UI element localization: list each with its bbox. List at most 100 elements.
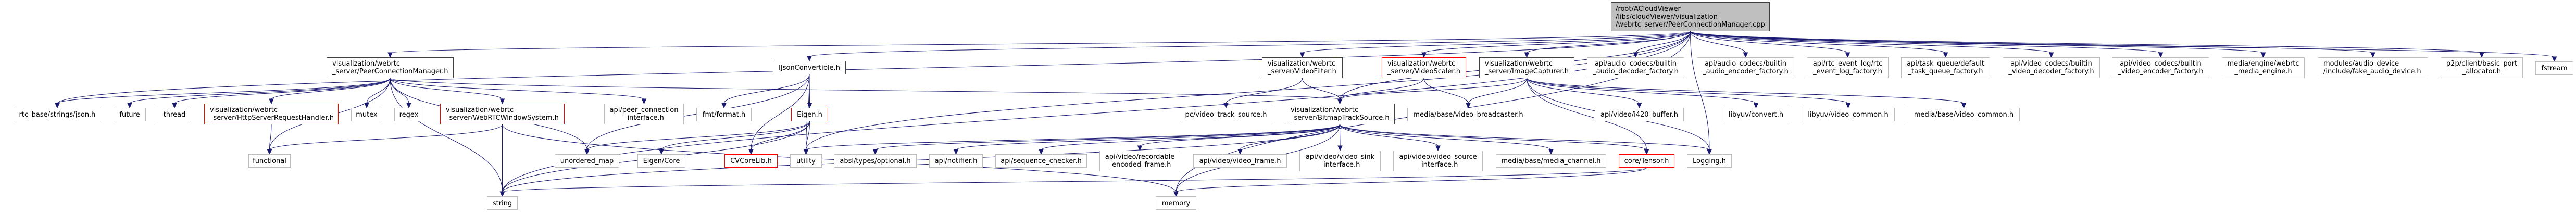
arrowhead-root-to-imagecapturer bbox=[1524, 52, 1530, 58]
edge-bitmap-to-absl_opt bbox=[875, 124, 1340, 151]
node-eigen-h[interactable]: Eigen.h bbox=[791, 108, 828, 121]
edge-root-to-media_engine bbox=[1690, 31, 2264, 54]
edge-httpreq-to-functional bbox=[269, 124, 272, 151]
node-builtin-video-decoder-factory: api/video_codecs/builtin _video_decoder_… bbox=[2003, 57, 2100, 78]
node-eigen-core: Eigen/Core bbox=[637, 154, 685, 168]
node-httpserverrequesthandler-h[interactable]: visualization/webrtc _server/HttpServerR… bbox=[204, 104, 339, 124]
edge-root-to-audio_enc bbox=[1690, 31, 1746, 54]
edge-ijson-to-cvcorelib bbox=[751, 74, 810, 151]
node-absl-optional: absl/types/optional.h bbox=[834, 154, 917, 168]
arrowhead-pcm_h-to-thread bbox=[172, 103, 177, 109]
edge-root-to-logging bbox=[1690, 31, 1710, 151]
node-bitmaptracksource-h[interactable]: visualization/webrtc _server/BitmapTrack… bbox=[1285, 104, 1395, 124]
edge-root-to-video_enc bbox=[1690, 31, 2161, 54]
node-future: future bbox=[114, 108, 146, 121]
node-core-tensor-h[interactable]: core/Tensor.h bbox=[1619, 154, 1674, 168]
arrowhead-tensor-to-string bbox=[499, 191, 505, 197]
node-fstream: fstream bbox=[2535, 61, 2573, 75]
edge-pcm_h-to-json_h bbox=[57, 78, 391, 104]
edge-root-to-videoscaler bbox=[1423, 31, 1691, 54]
edge-root-to-videofilter bbox=[1302, 31, 1691, 54]
edge-tensor-to-string bbox=[502, 167, 1647, 193]
arrowhead-imagecapturer-to-libyuv_conv bbox=[1753, 103, 1759, 109]
edge-root-to-video_dec bbox=[1690, 31, 2052, 54]
edge-videofilter-to-pc_vts bbox=[1226, 78, 1303, 104]
edge-root-to-port_alloc bbox=[1690, 31, 2482, 54]
arrowhead-bitmap-to-absl_opt bbox=[872, 149, 878, 155]
edge-bitmap-to-rec_frame bbox=[1140, 124, 1340, 147]
node-imagecapturer-h[interactable]: visualization/webrtc _server/ImageCaptur… bbox=[1479, 57, 1574, 78]
node-media-channel: media/base/media_channel.h bbox=[1496, 154, 1606, 168]
arrowhead-pcm_h-to-future bbox=[127, 103, 132, 109]
edge-pcm_h-to-mutex bbox=[366, 78, 391, 104]
arrowhead-bitmap-to-sink_iface bbox=[1337, 145, 1343, 152]
edge-imagecapturer-to-broadcaster bbox=[1468, 78, 1527, 104]
edge-pcm_h-to-regex bbox=[390, 78, 409, 104]
edge-root-to-fstream bbox=[1690, 31, 2555, 58]
node-videoscaler-h[interactable]: visualization/webrtc _server/VideoScaler… bbox=[1382, 57, 1466, 78]
edge-bitmap-to-seq_checker bbox=[1041, 124, 1340, 151]
arrowhead-imagecapturer-to-broadcaster bbox=[1466, 103, 1471, 109]
node-libyuv-convert: libyuv/convert.h bbox=[1723, 108, 1789, 121]
edge-tensor-to-memory bbox=[1176, 167, 1647, 193]
edge-root-to-utility bbox=[806, 31, 1691, 151]
node-root-file: /root/ACloudViewer /libs/cloudViewer/vis… bbox=[1611, 2, 1770, 31]
arrowhead-root-to-video_dec bbox=[2048, 52, 2054, 58]
node-utility: utility bbox=[790, 154, 822, 168]
edge-ijson-to-fmt bbox=[723, 74, 810, 104]
edge-imagecapturer-to-media_vc bbox=[1527, 78, 1964, 104]
edge-root-to-ijson bbox=[809, 31, 1691, 57]
arrowhead-root-to-port_alloc bbox=[2479, 52, 2484, 58]
node-builtin-audio-decoder-factory: api/audio_codecs/builtin _audio_decoder_… bbox=[1587, 57, 1684, 78]
node-builtin-audio-encoder-factory: api/audio_codecs/builtin _audio_encoder_… bbox=[1697, 57, 1794, 78]
arrowhead-bitmap-to-tensor bbox=[1644, 149, 1649, 155]
node-ijsonconvertible-h[interactable]: IJsonConvertible.h bbox=[773, 61, 846, 74]
arrowhead-pcm_h-to-winsys bbox=[499, 98, 505, 105]
arrowhead-tensor-to-memory bbox=[1173, 191, 1179, 197]
arrowhead-videofilter-to-pc_vts bbox=[1223, 103, 1229, 109]
arrowhead-pcm_h-to-peer_iface bbox=[641, 98, 647, 105]
node-thread: thread bbox=[158, 108, 191, 121]
node-default-task-queue-factory: api/task_queue/default _task_queue_facto… bbox=[1901, 57, 1990, 78]
edge-bitmap-to-utility bbox=[806, 124, 1340, 151]
node-unordered-map: unordered_map bbox=[555, 154, 619, 168]
node-mutex: mutex bbox=[351, 108, 382, 121]
edge-bitmap-to-notifier bbox=[956, 124, 1340, 151]
node-memory: memory bbox=[1156, 196, 1196, 210]
arrowhead-pcm_h-to-regex bbox=[406, 103, 411, 109]
arrowhead-ijson-to-fmt bbox=[721, 103, 727, 109]
edge-eigen_h-to-utility bbox=[806, 121, 810, 151]
node-webrtcwindowsystem-h[interactable]: visualization/webrtc _server/WebRTCWindo… bbox=[440, 104, 565, 124]
edge-pcm_h-to-peer_iface bbox=[390, 78, 644, 100]
edge-bitmap-to-logging bbox=[1340, 124, 1710, 151]
node-cvcorelib-h[interactable]: CVCoreLib.h bbox=[724, 154, 778, 168]
edge-videoscaler-to-broadcaster bbox=[1423, 78, 1469, 104]
node-recordable-encoded-frame: api/video/recordable _encoded_frame.h bbox=[1099, 151, 1180, 171]
arrowhead-root-to-ijson bbox=[807, 56, 812, 62]
edge-pcm_h-to-winsys bbox=[390, 78, 503, 100]
node-peerconnectionmanager-h[interactable]: visualization/webrtc _server/PeerConnect… bbox=[327, 57, 454, 78]
edge-imagecapturer-to-libyuv_vc bbox=[1527, 78, 1848, 104]
edge-root-to-audio_dec bbox=[1635, 31, 1691, 54]
arrowhead-bitmap-to-utility bbox=[803, 149, 809, 155]
arrowhead-imagecapturer-to-i420 bbox=[1636, 103, 1642, 109]
edge-imagecapturer-to-bitmap bbox=[1340, 78, 1527, 100]
arrowhead-bitmap-to-source_iface bbox=[1435, 145, 1441, 152]
node-pc-video-track-source: pc/video_track_source.h bbox=[1180, 108, 1272, 121]
node-string: string bbox=[487, 196, 518, 210]
arrowhead-eigen_h-to-eigen_core bbox=[659, 149, 664, 155]
node-videofilter-h[interactable]: visualization/webrtc _server/VideoFilter… bbox=[1262, 57, 1343, 78]
node-json-h: rtc_base/strings/json.h bbox=[14, 108, 101, 121]
node-media-video-common: media/base/video_common.h bbox=[1908, 108, 2020, 121]
edge-eigen_h-to-unordered_map bbox=[586, 121, 810, 151]
arrowhead-root-to-videofilter bbox=[1299, 52, 1305, 58]
node-functional: functional bbox=[248, 154, 291, 168]
edge-root-to-task_queue bbox=[1690, 31, 1946, 54]
arrowhead-root-to-task_queue bbox=[1943, 52, 1948, 58]
arrowhead-root-to-video_enc bbox=[2158, 52, 2164, 58]
node-regex: regex bbox=[394, 108, 423, 121]
edge-root-to-json_h bbox=[57, 31, 1691, 104]
node-i420-buffer: api/video/i420_buffer.h bbox=[1595, 108, 1684, 121]
node-webrtc-media-engine: media/engine/webrtc _media_engine.h bbox=[2222, 57, 2305, 78]
